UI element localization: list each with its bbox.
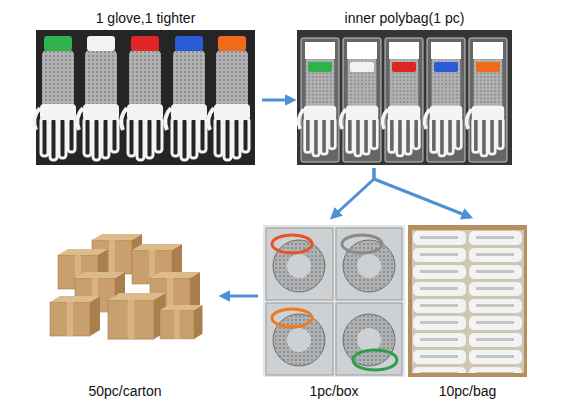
photo-caption: 10pc/bag — [408, 381, 527, 401]
coil-center — [287, 254, 311, 278]
coiled-glove — [343, 240, 395, 292]
coiled-glove — [343, 314, 395, 366]
glove-strap — [350, 62, 374, 72]
glove — [467, 57, 505, 156]
coil-center — [287, 328, 311, 352]
glove — [383, 57, 421, 156]
flow-arrow — [374, 168, 470, 217]
glove-strap — [131, 36, 159, 51]
carton — [160, 305, 203, 339]
glove — [77, 50, 119, 160]
glove-strap — [476, 62, 500, 72]
flow-arrow — [262, 99, 293, 102]
glove — [425, 57, 463, 156]
carton — [50, 296, 100, 336]
coiled-glove — [273, 240, 325, 292]
carton — [108, 293, 166, 339]
flow-arrow — [333, 168, 374, 217]
coiled-glove — [273, 314, 325, 366]
glove-strap — [44, 36, 72, 51]
glove-strap — [434, 62, 458, 72]
bag-header — [305, 42, 335, 59]
bag-header — [389, 42, 419, 59]
strap-loop — [353, 350, 397, 370]
coil-center — [357, 328, 381, 352]
carton-wall — [408, 225, 527, 377]
gift-box — [266, 228, 333, 300]
photo-background — [263, 225, 405, 377]
glove — [341, 57, 379, 156]
photo-node: 10pc/bag — [408, 225, 527, 401]
glove-strap — [308, 62, 332, 72]
coil-center — [357, 254, 381, 278]
gift-box — [266, 303, 333, 375]
photo-caption: inner polybag(1 pc) — [297, 8, 512, 28]
glove-strap — [175, 36, 203, 51]
glove-strap — [87, 36, 115, 51]
photo-caption: 1 glove,1 tighter — [36, 8, 255, 28]
photo-node: 1 glove,1 tighter — [36, 8, 255, 165]
bag-rows — [412, 230, 524, 373]
gift-box — [336, 228, 402, 300]
glove — [121, 50, 163, 160]
glove — [299, 57, 337, 156]
photo-node: inner polybag(1 pc) — [297, 8, 512, 165]
bag-header — [473, 42, 503, 59]
photo-background — [297, 30, 512, 165]
strap-loop — [272, 309, 312, 327]
glove — [34, 50, 76, 160]
bag-header — [347, 42, 377, 59]
glove — [165, 50, 207, 160]
glove-strap — [218, 36, 246, 51]
strap-loop — [342, 235, 382, 253]
flow-arrow — [222, 294, 258, 297]
photo-node: 1pc/box — [263, 225, 405, 401]
bag-header — [431, 42, 461, 59]
photo-caption: 50pc/carton — [45, 381, 205, 401]
strap-loop — [272, 235, 312, 253]
glove — [208, 50, 250, 160]
gift-box — [336, 303, 402, 375]
photo-node: 50pc/carton — [45, 225, 205, 401]
photo-caption: 1pc/box — [263, 381, 405, 401]
glove-strap — [392, 62, 416, 72]
